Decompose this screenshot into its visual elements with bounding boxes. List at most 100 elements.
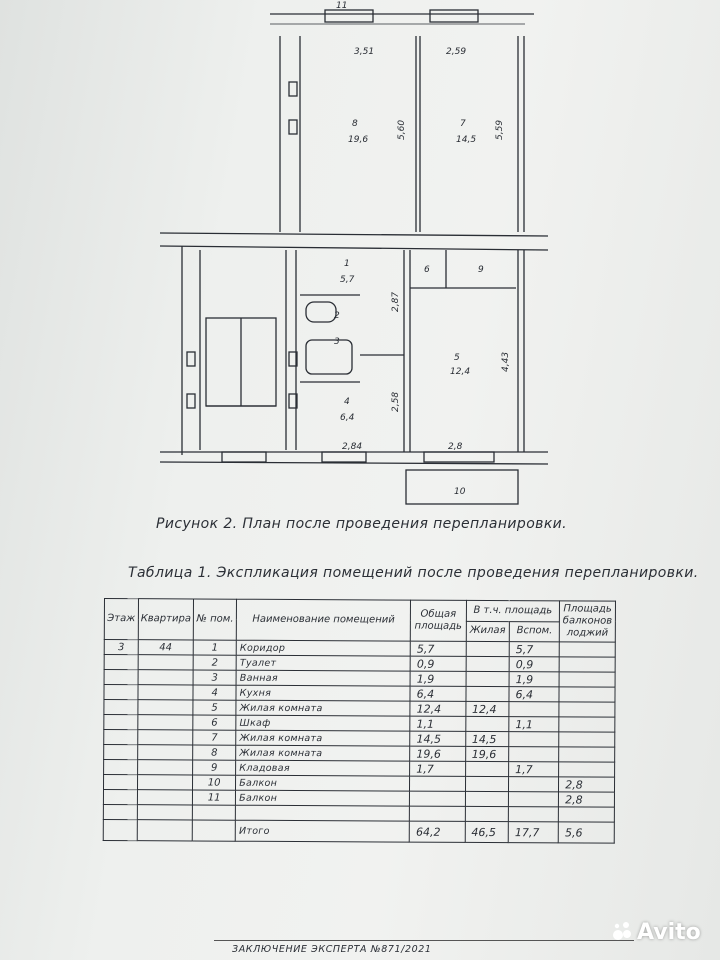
avito-text: Avito bbox=[637, 920, 701, 945]
header-floor: Этаж bbox=[104, 598, 139, 640]
cell-aux: 6,4 bbox=[509, 686, 560, 702]
cell-total bbox=[409, 806, 466, 822]
cell-living: 12,4 bbox=[465, 701, 510, 717]
cell-balcony bbox=[559, 641, 616, 658]
plan-dim: 2,59 bbox=[446, 47, 466, 57]
table-title: Таблица 1. Экспликация помещений после п… bbox=[128, 565, 699, 581]
cell-living: 14,5 bbox=[465, 731, 509, 747]
total-label: Итого bbox=[235, 820, 410, 843]
cell-room-name: Жилая комната bbox=[235, 745, 410, 762]
cell-room-name: Коридор bbox=[236, 640, 411, 657]
cell-room-name: Кухня bbox=[236, 685, 411, 702]
cell-aux bbox=[508, 806, 559, 822]
avito-watermark: Avito bbox=[612, 920, 701, 945]
header-room-no: № пом. bbox=[193, 598, 237, 641]
cell-room-name: Балкон bbox=[235, 775, 410, 792]
cell-total: 0,9 bbox=[410, 656, 466, 672]
header-aux: Вспом. bbox=[509, 621, 560, 642]
header-total-area: Общая площадь bbox=[410, 600, 467, 642]
cell-balcony bbox=[559, 716, 615, 733]
plan-room-num: 2 bbox=[334, 311, 340, 321]
header-room-name: Наименование помещений bbox=[236, 599, 411, 642]
cell-apartment bbox=[137, 759, 193, 775]
cell-aux bbox=[508, 746, 559, 762]
cell-room-name: Кладовая bbox=[235, 760, 410, 777]
cell-aux: 1,9 bbox=[509, 671, 560, 687]
cell-living bbox=[464, 806, 509, 822]
cell-apartment bbox=[137, 729, 193, 745]
plan-window bbox=[324, 9, 374, 23]
cell-floor bbox=[103, 804, 138, 820]
cell-total bbox=[409, 791, 466, 807]
plan-dim: 2,58 bbox=[391, 392, 401, 412]
cell-floor bbox=[103, 729, 138, 745]
cell-apartment bbox=[137, 699, 194, 715]
cell-room-name: Жилая комната bbox=[235, 730, 411, 747]
figure-caption: Рисунок 2. План после проведения перепла… bbox=[156, 516, 568, 532]
cell-total: 5,7 bbox=[410, 641, 466, 657]
plan-dim: 2,87 bbox=[391, 292, 401, 312]
cell-balcony bbox=[559, 671, 616, 688]
cell-room-name: Жилая комната bbox=[236, 700, 411, 717]
cell-living bbox=[465, 686, 510, 702]
cell-total: 14,5 bbox=[409, 731, 466, 747]
table-total-row: Итого 64,2 46,5 17,7 5,6 bbox=[103, 819, 615, 844]
cell-total: 1,7 bbox=[409, 761, 466, 777]
cell-room-name: Ванная bbox=[236, 670, 411, 687]
cell-total: 1,9 bbox=[410, 671, 466, 687]
cell-room-name: Туалет bbox=[236, 655, 411, 672]
plan-window bbox=[321, 451, 367, 463]
cell-balcony bbox=[558, 731, 615, 748]
cell-room-name bbox=[235, 805, 410, 822]
cell-aux bbox=[508, 701, 560, 717]
cell-aux: 5,7 bbox=[509, 641, 560, 657]
cell-total: 6,4 bbox=[410, 686, 466, 702]
plan-room-num: 6 bbox=[424, 265, 430, 275]
plan-dim: 5,60 bbox=[397, 120, 407, 140]
avito-dots-icon bbox=[613, 922, 631, 940]
cell-living bbox=[465, 791, 509, 807]
plan-room-area: 6,4 bbox=[340, 413, 355, 423]
cell-apartment bbox=[137, 804, 193, 820]
plan-room-num: 7 bbox=[460, 119, 466, 129]
cell-floor bbox=[103, 699, 138, 715]
cell-room-name: Балкон bbox=[235, 790, 410, 807]
plan-window bbox=[429, 9, 479, 23]
cell-apartment bbox=[137, 684, 194, 700]
plan-room-num: 10 bbox=[454, 487, 466, 497]
header-incl: В т.ч. площадь bbox=[465, 600, 560, 622]
cell-room-no: 4 bbox=[193, 684, 237, 701]
total-balcony: 5,6 bbox=[558, 821, 615, 844]
plan-room-num: 9 bbox=[478, 265, 484, 275]
cell-total: 19,6 bbox=[409, 746, 466, 762]
cell-room-no: 3 bbox=[193, 669, 237, 686]
plan-toilet bbox=[305, 301, 337, 323]
cell-living bbox=[465, 761, 509, 777]
plan-window bbox=[221, 451, 267, 463]
cell-balcony bbox=[558, 746, 615, 763]
plan-room-num: 4 bbox=[344, 397, 350, 407]
cell-room-no: 11 bbox=[192, 789, 236, 806]
cell-balcony bbox=[558, 761, 615, 778]
cell-balcony: 2,8 bbox=[558, 776, 615, 793]
plan-dim: 3,51 bbox=[354, 47, 374, 57]
cell-balcony: 2,8 bbox=[558, 791, 615, 808]
cell-floor bbox=[103, 684, 138, 700]
plan-room-num: 1 bbox=[344, 259, 350, 269]
plan-room-area: 14,5 bbox=[456, 135, 476, 145]
cell-living bbox=[465, 656, 510, 672]
plan-room-num: 8 bbox=[352, 119, 358, 129]
cell-apartment: 44 bbox=[138, 639, 194, 655]
cell-floor bbox=[103, 774, 138, 790]
cell-balcony bbox=[558, 806, 615, 823]
total-aux: 17,7 bbox=[508, 821, 559, 843]
plan-wall bbox=[159, 232, 549, 237]
plan-bathtub bbox=[305, 339, 353, 375]
cell-floor bbox=[103, 714, 138, 730]
cell-living bbox=[465, 776, 509, 792]
cell-balcony bbox=[559, 686, 616, 703]
plan-room-num: 5 bbox=[454, 353, 460, 363]
cell-apartment bbox=[137, 744, 193, 760]
cell-total: 1,1 bbox=[410, 716, 466, 732]
